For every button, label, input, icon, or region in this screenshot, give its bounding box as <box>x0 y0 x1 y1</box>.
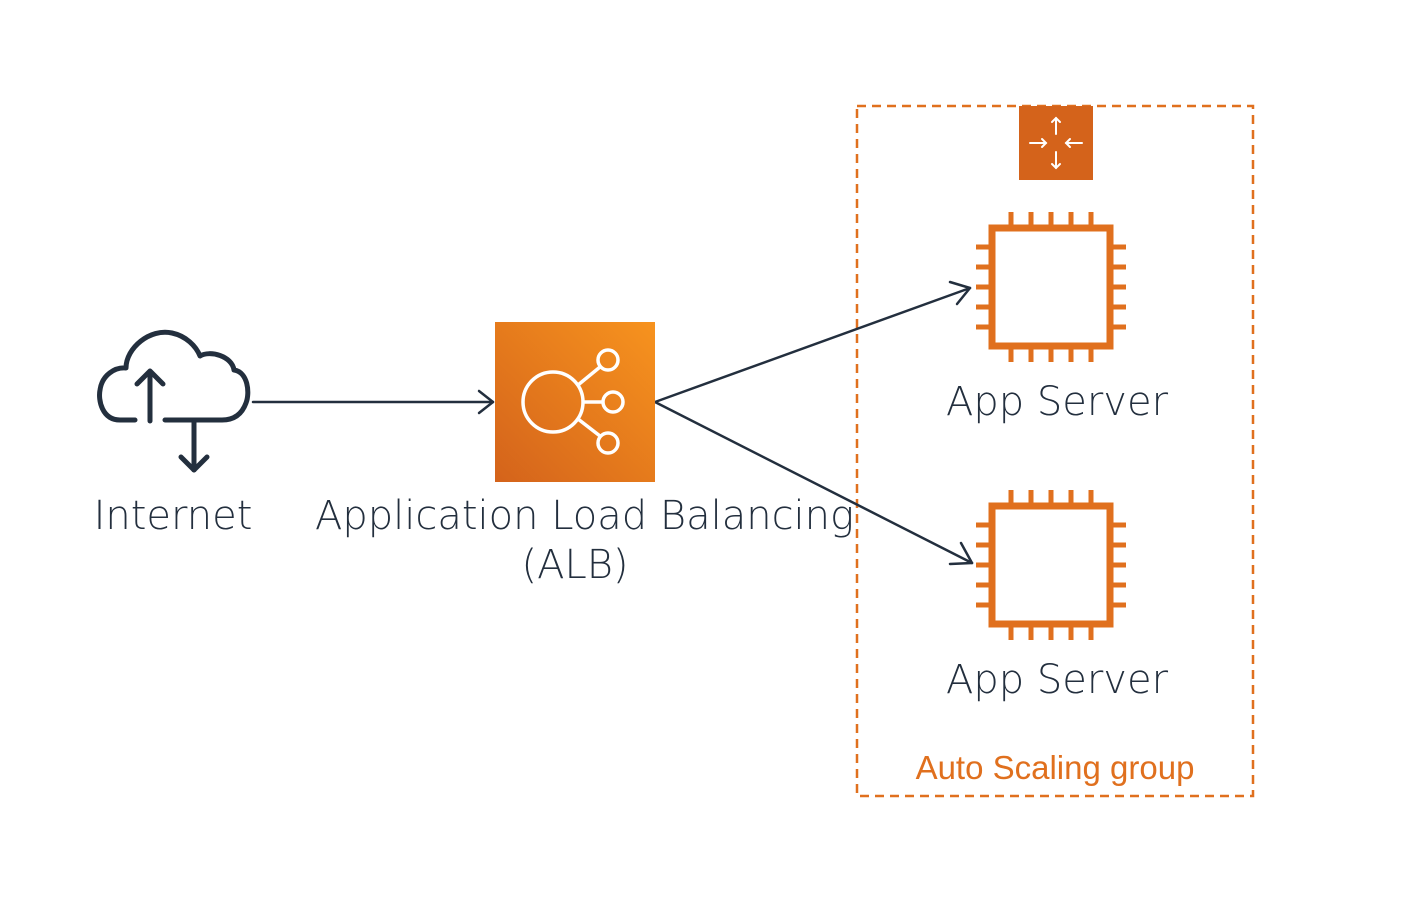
ec2-instance-chip-icon <box>976 490 1126 640</box>
app-server-label: App Server <box>945 657 1169 703</box>
edge-alb-to-server2-arrowhead <box>948 541 974 566</box>
edge-alb-to-server1 <box>653 286 972 404</box>
auto-scaling-group-label: Auto Scaling group <box>915 749 1195 786</box>
edge-alb-to-server2 <box>653 400 974 565</box>
auto-scaling-icon <box>1019 106 1093 180</box>
alb-label-line2: (ALB) <box>521 542 629 588</box>
internet-label: Internet <box>93 493 253 539</box>
load-balancer-icon <box>495 322 655 482</box>
ec2-instance-chip-icon <box>976 212 1126 362</box>
edge-internet-to-alb-arrowhead <box>477 389 495 415</box>
edge-alb-to-server1-arrowhead <box>948 280 972 306</box>
app-server-label: App Server <box>945 379 1169 425</box>
alb-label-line1: Application Load Balancing <box>315 493 855 539</box>
cloud-upload-download-icon <box>97 329 251 473</box>
